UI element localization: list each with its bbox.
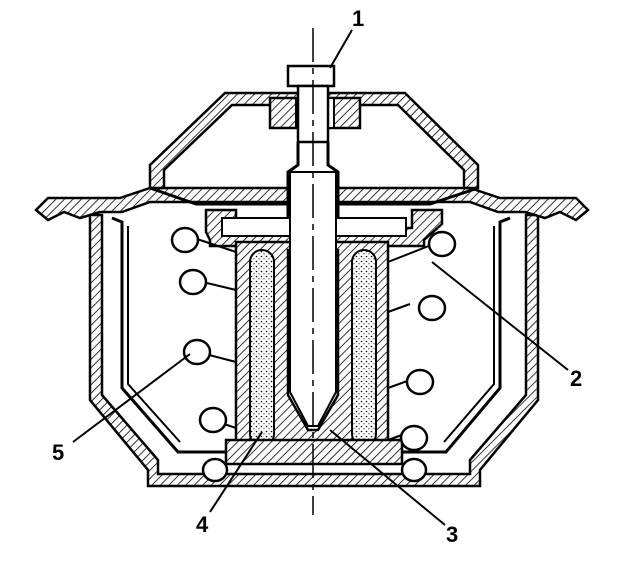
callout-label-4: 4 [196, 512, 209, 537]
housing-cup [88, 213, 540, 488]
base-plate [224, 438, 404, 466]
callout-label-2: 2 [570, 366, 582, 391]
leader-lines [72, 29, 569, 526]
coil-spring [170, 226, 457, 483]
callout-label-5: 5 [52, 440, 64, 465]
callouts: 1 2 3 4 5 [52, 6, 582, 547]
callout-label-1: 1 [352, 6, 364, 31]
inner-frame [111, 216, 511, 454]
wax-capsule [234, 171, 390, 464]
callout-label-3: 3 [446, 522, 458, 547]
